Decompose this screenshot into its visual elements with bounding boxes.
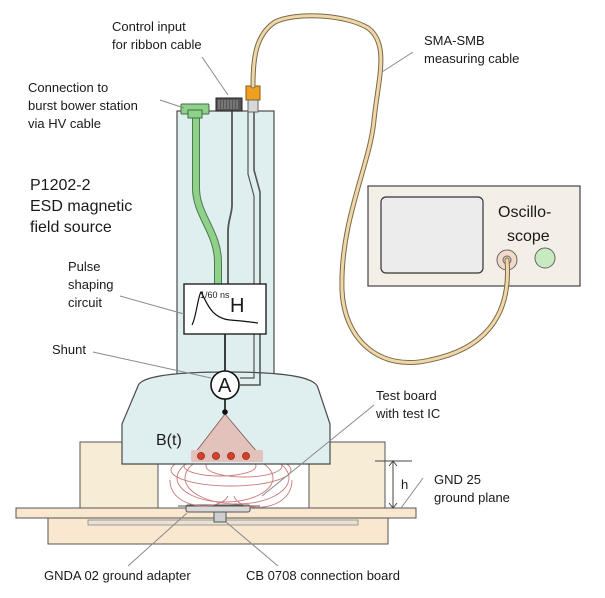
height-indicator	[375, 460, 412, 509]
oscilloscope-label-1: Oscillo-	[498, 204, 551, 221]
oscilloscope-screen	[380, 196, 484, 274]
internal-wiring	[192, 110, 261, 415]
connection-label-2: burst bower station	[28, 98, 138, 113]
test-ic-dots	[191, 450, 263, 462]
test-ic-dot	[242, 452, 250, 460]
device-name-label-3: field source	[30, 219, 112, 236]
cb-label: CB 0708 connection board	[246, 568, 400, 583]
oscilloscope-label-2: scope	[507, 228, 550, 245]
pulse-circuit-label-3: circuit	[68, 295, 102, 310]
pulse-shaping-box: 1/60 ns H	[183, 283, 267, 335]
connection-label-1: Connection to	[28, 80, 108, 95]
pulse-circuit-label-1: Pulse	[68, 259, 101, 274]
control-wire	[227, 110, 233, 285]
pulse-time-label: 1/60 ns	[200, 290, 230, 300]
connection-label-3: via HV cable	[28, 116, 101, 131]
device-name-label-1: P1202-2	[30, 177, 91, 194]
ground-plane-assembly	[15, 504, 417, 545]
test-ic-dot	[227, 452, 235, 460]
test-board-label-2: with test IC	[375, 406, 440, 421]
test-ic-dot	[212, 452, 220, 460]
sma-smb-cable	[250, 13, 511, 366]
height-label: h	[401, 477, 408, 492]
gnda-label: GNDA 02 ground adapter	[44, 568, 191, 583]
oscilloscope-green-knob	[534, 247, 556, 269]
pulse-curve	[191, 290, 259, 326]
gnd-label-2: ground plane	[434, 490, 510, 505]
control-input-label-2: for ribbon cable	[112, 37, 202, 52]
b-field-label: B(t)	[156, 432, 182, 449]
sma-cable-label-2: measuring cable	[424, 51, 519, 66]
measurement-wire	[240, 112, 261, 386]
test-board-label-1: Test board	[376, 388, 437, 403]
ribbon-connector	[215, 97, 243, 112]
pulse-H-label: H	[230, 295, 244, 317]
support-block-right	[308, 441, 386, 509]
oscilloscope: Oscillo- scope	[367, 185, 581, 287]
shunt-label: Shunt	[52, 342, 86, 357]
ammeter-label: A	[218, 375, 232, 397]
ground-adapter-pin	[213, 511, 227, 523]
device-name-label-2: ESD magnetic	[30, 198, 132, 215]
sma-cable-label-1: SMA-SMB	[424, 33, 485, 48]
test-ic-dot	[197, 452, 205, 460]
control-input-label-1: Control input	[112, 19, 186, 34]
gnd-label-1: GND 25	[434, 472, 481, 487]
leader-lines	[92, 51, 424, 567]
top-connectors	[180, 85, 261, 119]
pulse-circuit-label-2: shaping	[68, 277, 114, 292]
ammeter: A	[210, 370, 240, 400]
